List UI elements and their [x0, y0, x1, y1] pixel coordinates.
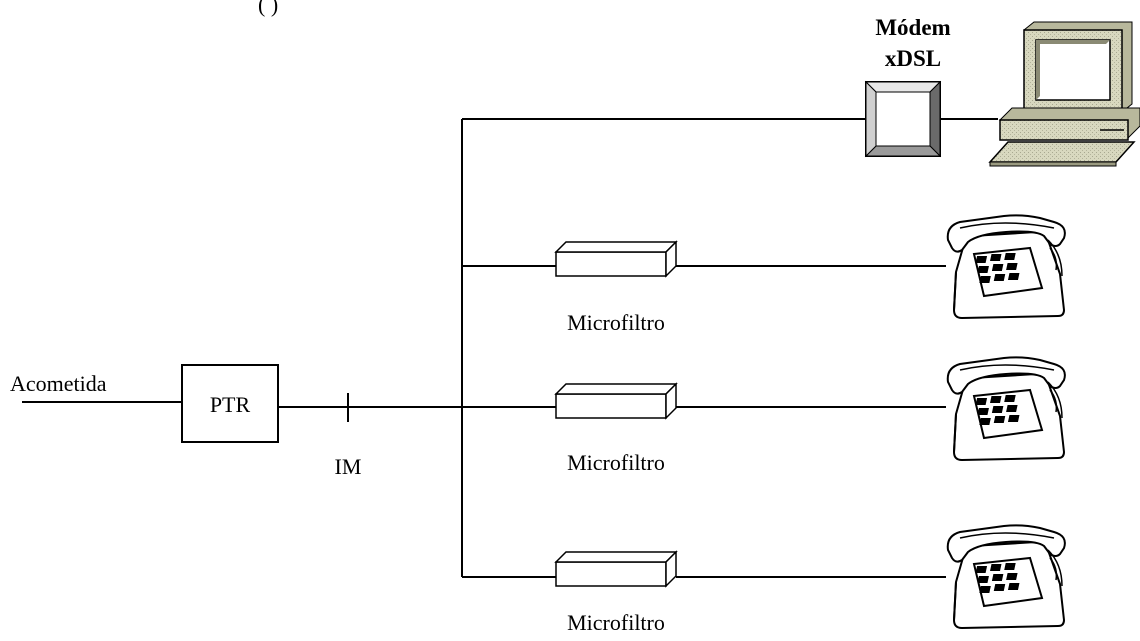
modem-label-line1: Módem — [875, 15, 950, 40]
telephone-icon — [946, 524, 1066, 629]
header-fragment: ( ) — [258, 0, 278, 17]
ptr-box — [181, 364, 279, 443]
ptr-label: PTR — [210, 392, 251, 417]
microfilter-icon — [555, 241, 677, 277]
im-label: IM — [335, 454, 362, 479]
telephone-icon — [946, 356, 1066, 461]
computer-icon — [988, 21, 1140, 167]
microfilter-icon — [555, 383, 677, 419]
microfiltro-label-1: Microfiltro — [567, 310, 665, 335]
modem-label-line2: xDSL — [885, 46, 941, 71]
telephone-icon — [946, 214, 1066, 319]
modem-icon — [864, 80, 942, 158]
microfilter-icon — [555, 551, 677, 587]
microfiltro-label-3: Microfiltro — [567, 610, 665, 635]
acometida-label: Acometida — [10, 371, 107, 396]
microfiltro-label-2: Microfiltro — [567, 450, 665, 475]
